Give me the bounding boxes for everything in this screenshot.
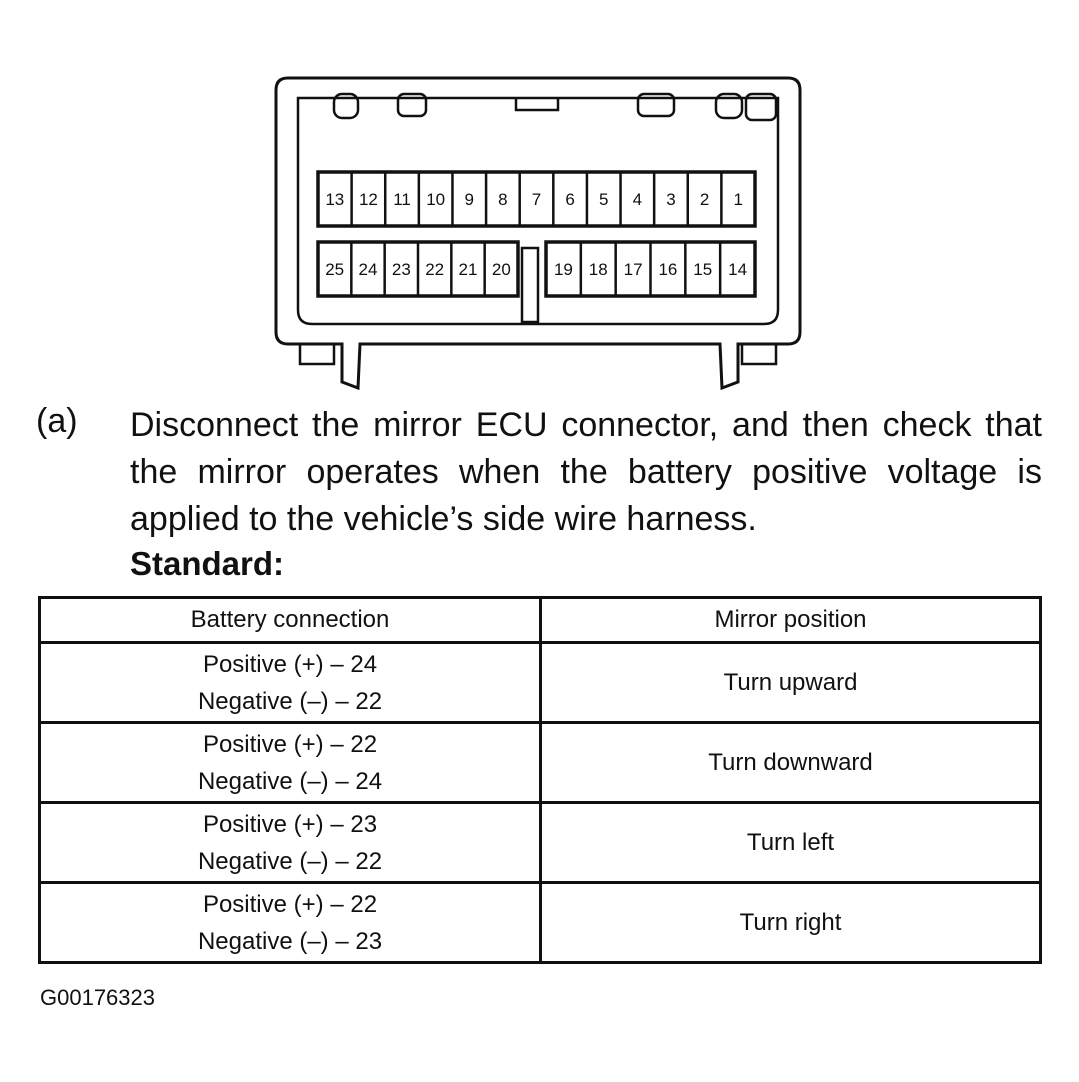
pin-number: 9 xyxy=(465,190,474,209)
bottom-right-pin-row: 19 18 17 16 15 14 xyxy=(554,242,747,296)
pin-number: 1 xyxy=(733,190,742,209)
pin-number: 19 xyxy=(554,260,573,279)
pin-number: 11 xyxy=(393,190,411,209)
positive-connection: Positive (+) – 23 xyxy=(202,810,378,838)
mirror-position-cell: Turn upward xyxy=(539,641,1042,724)
header-battery-connection: Battery connection xyxy=(38,596,542,644)
battery-connection-cell: Positive (+) – 22 Negative (–) – 23 xyxy=(38,881,542,964)
pin-number: 7 xyxy=(532,190,541,209)
battery-connection-cell: Positive (+) – 22 Negative (–) – 24 xyxy=(38,721,542,804)
pin-number: 4 xyxy=(633,190,642,209)
pin-number: 23 xyxy=(392,260,411,279)
mirror-position-cell: Turn left xyxy=(539,801,1042,884)
header-mirror-position: Mirror position xyxy=(539,596,1042,644)
pin-number: 8 xyxy=(498,190,507,209)
negative-connection: Negative (–) – 24 xyxy=(197,767,383,795)
pin-number: 18 xyxy=(589,260,608,279)
negative-connection: Negative (–) – 23 xyxy=(197,927,383,955)
pin-number: 24 xyxy=(359,260,378,279)
bottom-left-pin-row: 25 24 23 22 21 20 xyxy=(325,242,511,296)
pin-number: 10 xyxy=(426,190,445,209)
positive-connection: Positive (+) – 22 xyxy=(202,890,378,918)
figure-id: G00176323 xyxy=(40,985,155,1010)
negative-connection: Negative (–) – 22 xyxy=(197,847,383,875)
pin-number: 16 xyxy=(658,260,677,279)
pin-number: 3 xyxy=(666,190,675,209)
battery-connection-cell: Positive (+) – 23 Negative (–) – 22 xyxy=(38,801,542,884)
pin-number: 17 xyxy=(624,260,643,279)
table-row: Positive (+) – 23 Negative (–) – 22 Turn… xyxy=(38,801,1042,884)
standard-heading: Standard: xyxy=(130,545,285,582)
battery-connection-cell: Positive (+) – 24 Negative (–) – 22 xyxy=(38,641,542,724)
negative-connection: Negative (–) – 22 xyxy=(197,687,383,715)
pin-number: 12 xyxy=(359,190,378,209)
table-header-row: Battery connection Mirror position xyxy=(38,596,1042,644)
pin-number: 25 xyxy=(325,260,344,279)
table-row: Positive (+) – 22 Negative (–) – 24 Turn… xyxy=(38,721,1042,804)
pin-number: 6 xyxy=(565,190,574,209)
mirror-position-cell: Turn right xyxy=(539,881,1042,964)
pin-number: 14 xyxy=(728,260,747,279)
mirror-position-cell: Turn downward xyxy=(539,721,1042,804)
pin-number: 22 xyxy=(425,260,444,279)
pin-number: 2 xyxy=(700,190,709,209)
table-row: Positive (+) – 24 Negative (–) – 22 Turn… xyxy=(38,641,1042,724)
pin-number: 20 xyxy=(492,260,511,279)
top-pin-row-frame xyxy=(316,170,757,228)
pin-number: 21 xyxy=(459,260,478,279)
pin-number: 13 xyxy=(325,190,344,209)
step-label: (a) xyxy=(36,402,78,440)
pin-number: 15 xyxy=(693,260,712,279)
pin-number: 5 xyxy=(599,190,608,209)
table-row: Positive (+) – 22 Negative (–) – 23 Turn… xyxy=(38,881,1042,964)
positive-connection: Positive (+) – 22 xyxy=(202,730,378,758)
connector-housing xyxy=(274,76,802,391)
standard-table: Battery connection Mirror position Posit… xyxy=(38,596,1042,964)
positive-connection: Positive (+) – 24 xyxy=(202,650,378,678)
top-pin-row: 13 12 11 10 9 8 7 6 5 4 3 2 1 xyxy=(325,172,743,226)
step-instruction-text: Disconnect the mirror ECU connector, and… xyxy=(130,406,1042,538)
